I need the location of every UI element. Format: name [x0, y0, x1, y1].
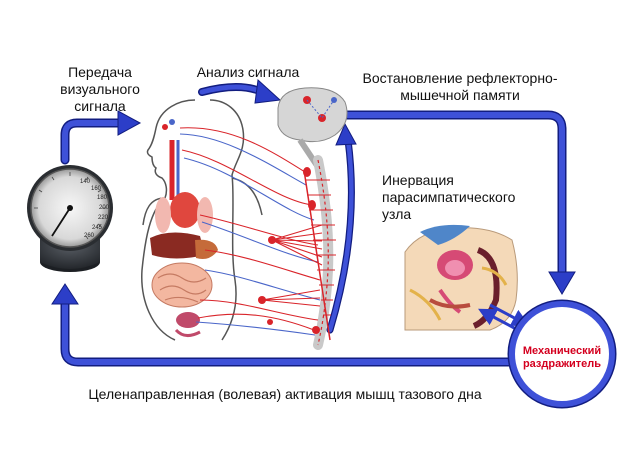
- nerve-ganglia: [258, 167, 320, 334]
- gauge-tick-label: 160: [91, 186, 102, 192]
- gauge-tick-label: 245: [92, 225, 103, 231]
- feedback-arrows: [478, 303, 530, 332]
- mechanical-stimulus-label: Механический раздражитель: [522, 345, 602, 370]
- transfer-arrow: [60, 110, 142, 165]
- analysis-arrow: [198, 78, 282, 104]
- gauge-tick-label: 180: [97, 195, 108, 201]
- gauge-tick-label: 140: [80, 179, 91, 185]
- pelvic-anatomy-illustration: [404, 224, 518, 331]
- signal-transfer-label: Передача визуального сигнала: [60, 64, 140, 114]
- human-figure: [141, 99, 263, 341]
- pressure-gauge: 140 160 180 200 220 245 260: [27, 165, 113, 272]
- gauge-tick-label: 220: [98, 215, 109, 221]
- memory-restoration-label: Востановление рефлекторно-мышечной памят…: [362, 70, 558, 103]
- gauge-tick-label: 260: [84, 233, 95, 239]
- signal-analysis-label: Анализ сигнала: [196, 64, 300, 80]
- pelvic-activation-label: Целенаправленная (волевая) активация мыш…: [88, 386, 482, 402]
- innervation-arrow: [326, 122, 357, 334]
- restore-arrow: [340, 110, 576, 295]
- return-arrow: [51, 283, 520, 367]
- mechanical-stimulus-node: [507, 299, 617, 409]
- parasympathetic-innervation-label: Инервация парасимпатического узла: [382, 172, 516, 222]
- nerve-fibers: [179, 127, 336, 341]
